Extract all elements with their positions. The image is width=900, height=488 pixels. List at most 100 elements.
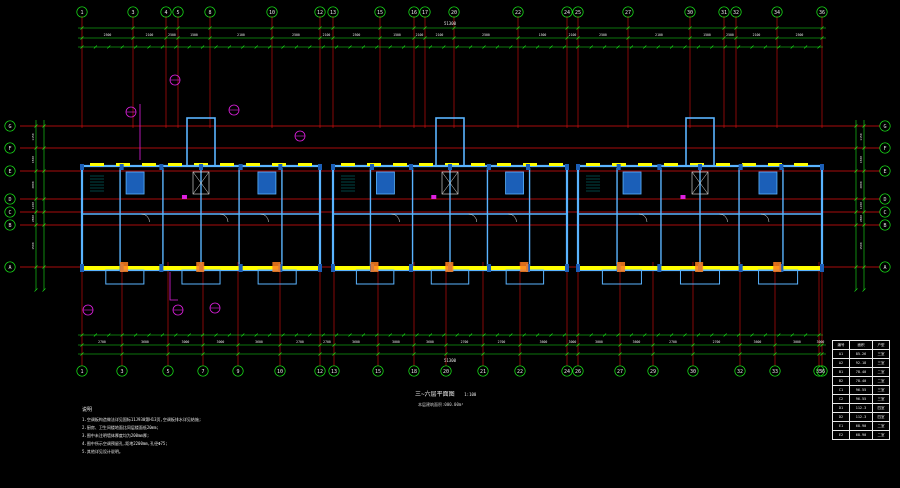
axis-bubble-bottom xyxy=(274,365,286,377)
top-dim-line-2-tick xyxy=(656,45,660,49)
axis-bubble-right-label: G xyxy=(883,124,886,130)
table-cell: 二室 xyxy=(872,421,890,431)
axis-bubble-right-label: A xyxy=(883,265,886,271)
axis-bubble-left-label: F xyxy=(8,146,11,152)
axis-bubble-right-label: B xyxy=(883,223,886,229)
side-dim-tick xyxy=(42,146,46,150)
table-cell: 三室 xyxy=(872,349,890,359)
bottom-dim-line-2-tick xyxy=(200,333,205,337)
column xyxy=(698,164,702,170)
top-dim-text: 1500 xyxy=(190,33,198,37)
bottom-dim-line-1-tick xyxy=(318,343,322,347)
side-dim-tick xyxy=(42,288,46,292)
axis-bubble-bottom-label: 9 xyxy=(236,369,239,375)
side-dim-tick xyxy=(42,169,46,173)
top-dim-line-2-tick xyxy=(80,45,84,49)
axis-bubble-bottom xyxy=(647,365,659,377)
door-swing xyxy=(508,213,517,223)
top-dim-line-2-tick xyxy=(616,45,620,49)
column xyxy=(159,264,164,272)
table-cell: C2 xyxy=(832,394,850,404)
top-dim-total-line-tick xyxy=(331,26,335,30)
column xyxy=(80,264,84,272)
axis-bubble-top-label: 4 xyxy=(164,10,167,16)
top-dim-line-2-tick xyxy=(669,45,674,49)
bottom-dim-line-1-tick xyxy=(278,343,282,347)
top-dim-line-1-tick xyxy=(412,36,416,40)
balcony xyxy=(257,269,297,285)
table-cell: 四室 xyxy=(872,403,890,413)
table-cell: B1 xyxy=(832,367,850,377)
table-cell: 78.40 xyxy=(848,376,874,386)
axis-bubble-right xyxy=(879,219,891,231)
bottom-dim-line-2-tick xyxy=(576,333,580,337)
axis-bubble-bottom-label: 32 xyxy=(737,369,743,375)
top-dim-line-2-tick xyxy=(361,45,366,49)
side-dim-tick xyxy=(862,223,866,227)
top-dim-line-2-tick xyxy=(629,45,634,49)
axis-bubble-bottom xyxy=(734,365,746,377)
column xyxy=(576,264,580,272)
table-cell: A1 xyxy=(832,349,850,359)
column xyxy=(779,264,784,272)
bottom-dim-text: 3000 xyxy=(569,340,577,344)
top-dim-total-text: 51300 xyxy=(444,21,457,26)
side-dim-tick xyxy=(862,124,866,128)
axis-bubble-top-label: 34 xyxy=(774,10,780,16)
bottom-dim-line-1-tick xyxy=(376,343,380,347)
bottom-dim-text: 3600 xyxy=(255,340,263,344)
side-dim-tick xyxy=(34,223,38,227)
bottom-dim-line-1-tick xyxy=(481,343,485,347)
bottom-dim-total-line-tick xyxy=(576,352,580,356)
general-notes: 说明 1.空调板构造做法详见国标11J930第H13页,空调板排水详见结施; 2… xyxy=(82,406,201,456)
side-dim-tick xyxy=(862,169,866,173)
bottom-dim-line-1-tick xyxy=(332,343,336,347)
axis-bubble-top xyxy=(622,6,634,18)
top-dim-text: 1500 xyxy=(703,33,711,37)
tag-marker xyxy=(680,195,686,199)
bottom-dim-line-2-tick xyxy=(562,333,567,337)
bottom-dim-line-2-tick xyxy=(428,333,433,337)
axis-bubble-left xyxy=(4,165,16,177)
top-dim-text: 1500 xyxy=(539,33,547,37)
top-dim-total-line-tick xyxy=(164,26,168,30)
table-cell: 112.3 xyxy=(848,412,874,422)
table-cell: 112.3 xyxy=(848,403,874,413)
axis-bubble-top xyxy=(127,6,139,18)
top-dim-text: 2100 xyxy=(237,33,245,37)
bottom-dim-total-line-tick xyxy=(651,352,655,356)
ac-unit xyxy=(695,262,704,272)
dimension-lines xyxy=(34,26,866,356)
bottom-dim-text: 3000 xyxy=(793,340,801,344)
table-cell: 96.55 xyxy=(848,385,874,395)
bottom-dim-total-line-tick xyxy=(773,352,777,356)
ac-unit xyxy=(370,262,379,272)
axis-bubble-top xyxy=(718,6,730,18)
rear-window xyxy=(246,163,260,166)
column xyxy=(318,264,322,272)
right-dim-text: 2800 xyxy=(859,215,863,222)
axis-bubble-bottom-label: 3 xyxy=(120,369,123,375)
bottom-dim-line-2-tick xyxy=(388,333,392,337)
axis-bubble-bottom-label: 27 xyxy=(617,369,623,375)
door-swing xyxy=(141,213,150,223)
axis-bubble-top-label: 8 xyxy=(208,10,211,16)
bottom-dim-total-line-tick xyxy=(565,352,569,356)
axis-bubble-right xyxy=(879,261,891,273)
column xyxy=(80,164,84,170)
side-dim-tick xyxy=(854,210,858,214)
bottom-dim-line-2-tick xyxy=(535,333,540,337)
axis-bubble-top-label: 5 xyxy=(176,10,179,16)
axis-bubble-bottom-label: 26 xyxy=(575,369,581,375)
side-dim-tick xyxy=(854,197,858,201)
table-header-cell: 面积 xyxy=(848,340,874,350)
bottom-dim-text: 3600 xyxy=(754,340,762,344)
balcony xyxy=(355,269,395,285)
bathroom-block xyxy=(376,171,395,195)
rear-window xyxy=(690,163,704,166)
side-dim-tick xyxy=(34,210,38,214)
top-dim-line-2-tick xyxy=(133,45,138,49)
column xyxy=(657,164,662,170)
column xyxy=(487,264,491,272)
